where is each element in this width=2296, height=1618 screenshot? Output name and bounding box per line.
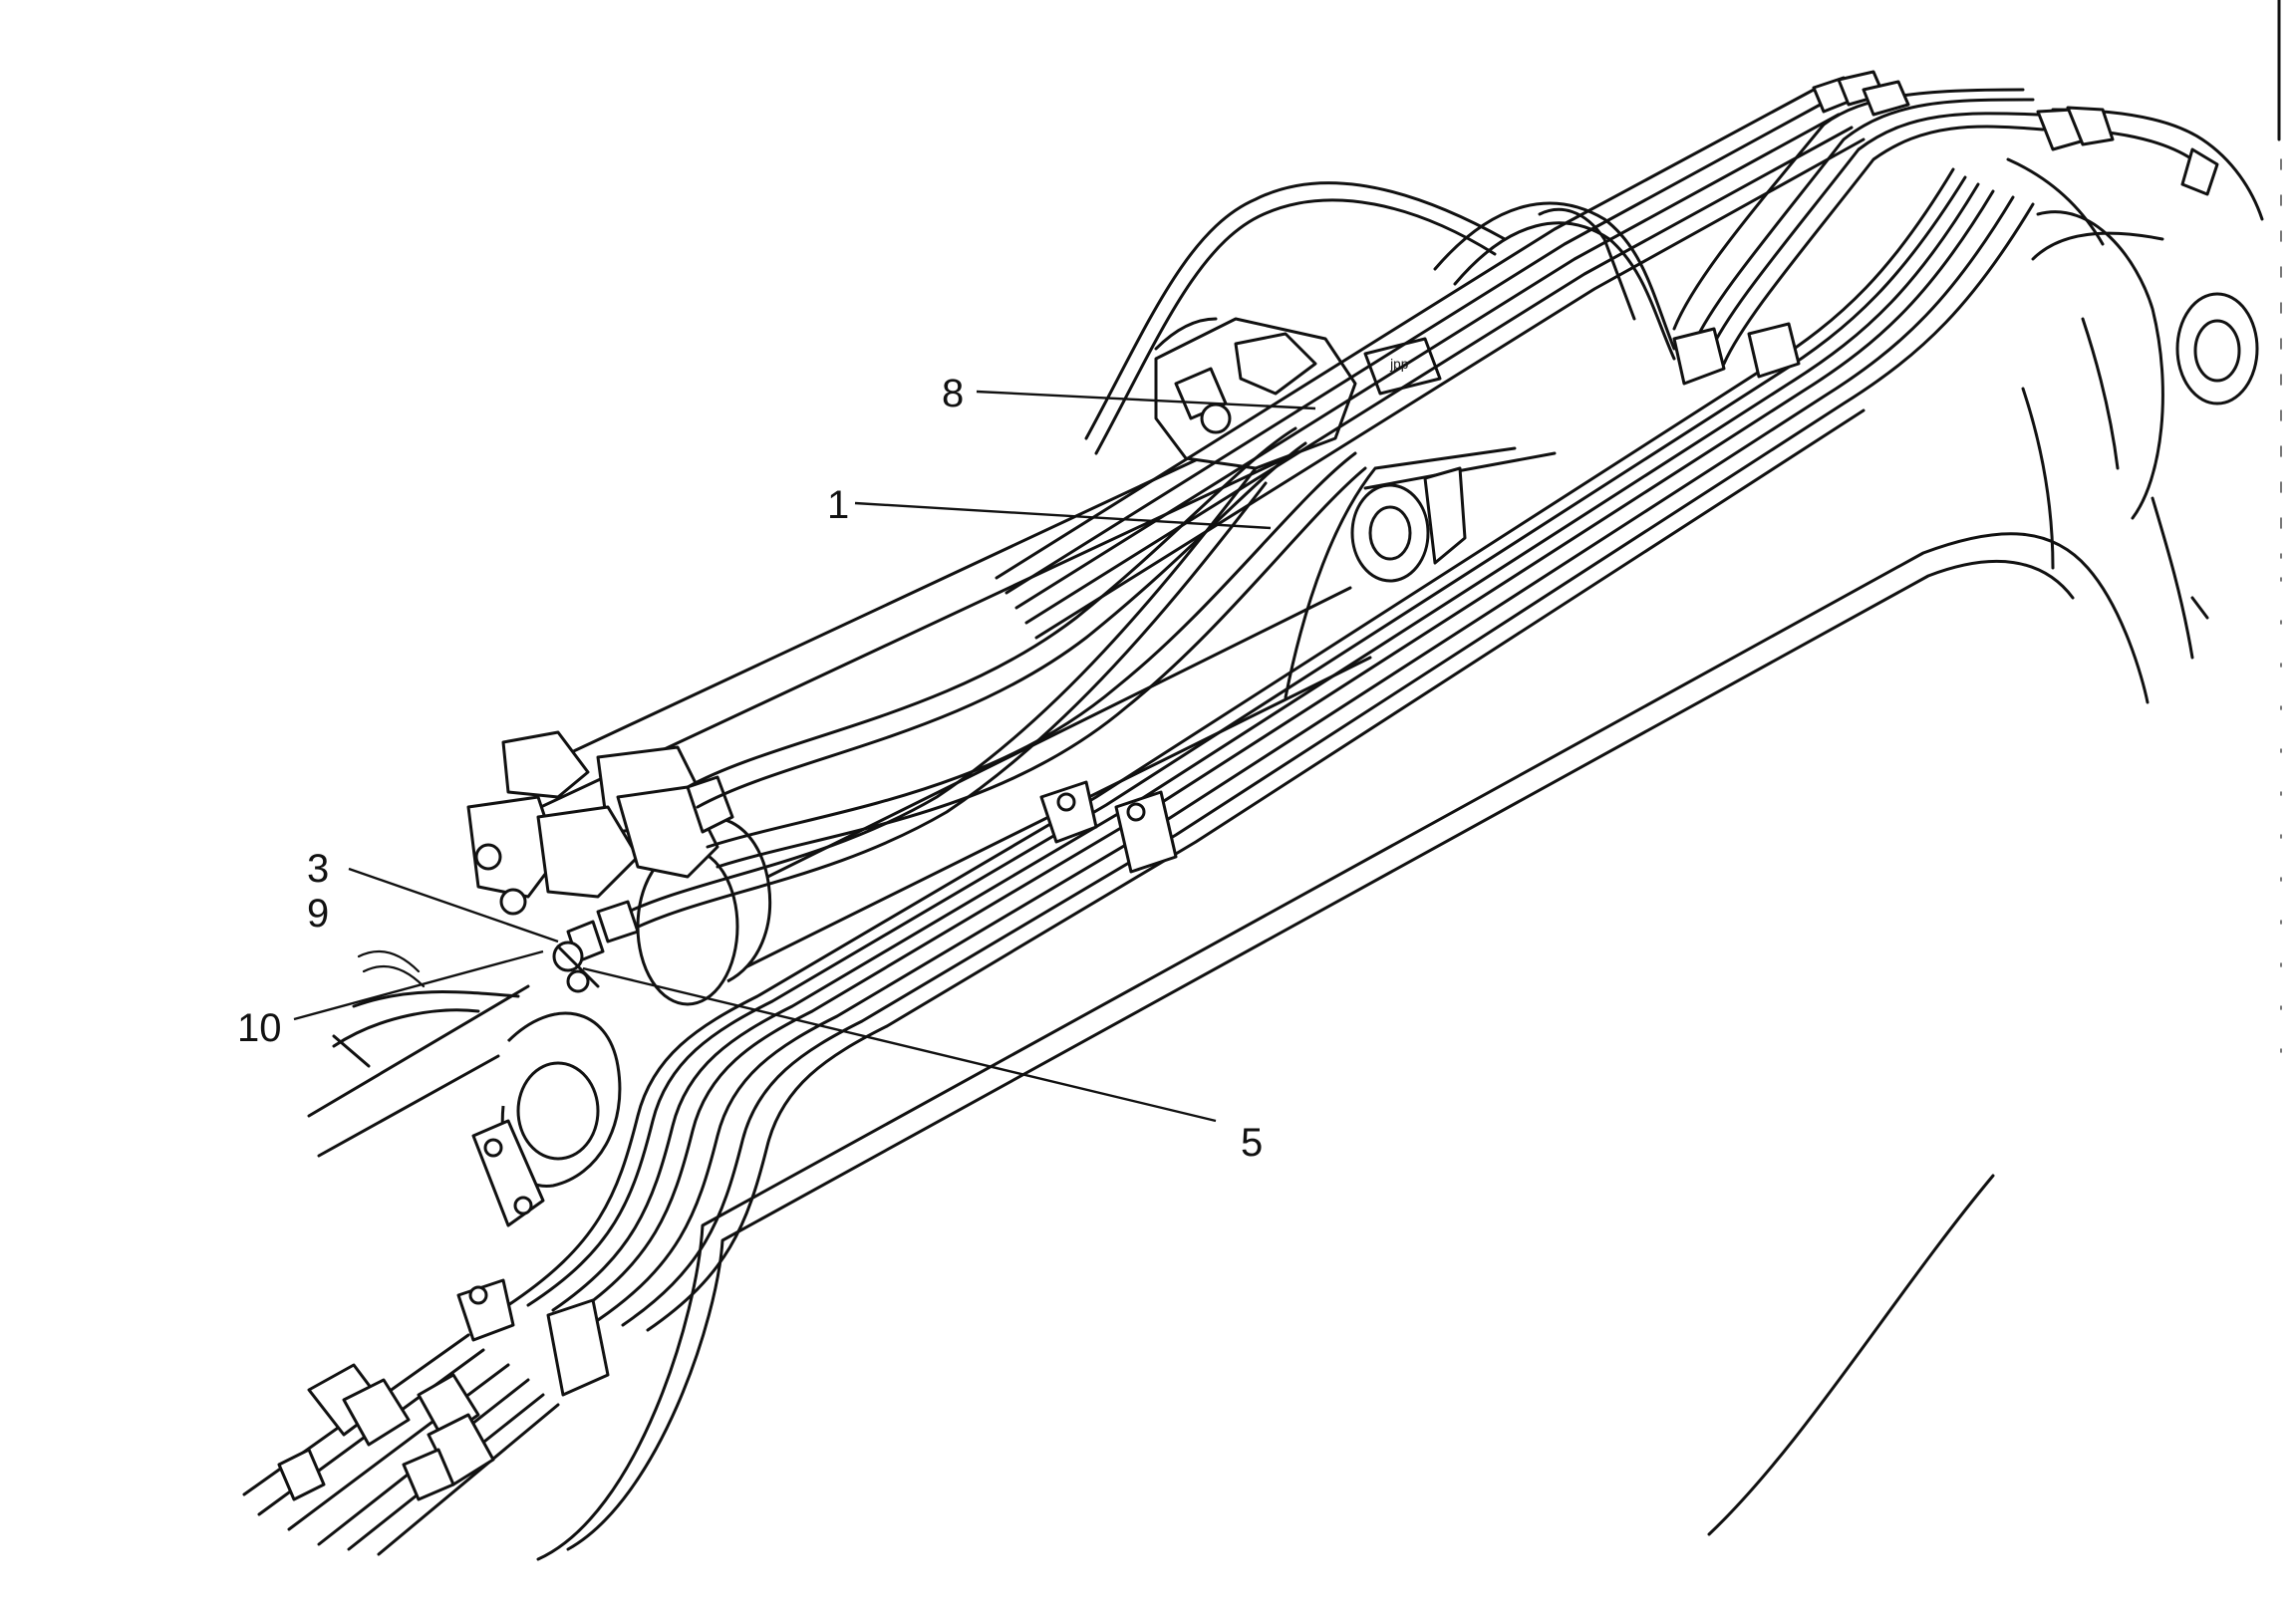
upper-hose-loop [1084,181,1507,455]
bottom-end-fittings [242,1333,560,1556]
main-hose-bundle [506,88,2264,1332]
leader-1 [854,501,1272,530]
pivot-boss [2031,231,2259,405]
mid-bracket-eye [1284,446,1557,699]
leader-8 [976,390,1316,410]
leader-5 [582,966,1217,1123]
callout-5: 5 [1241,1121,1263,1165]
hose-clamps [456,322,1801,1397]
callout-10: 10 [237,1006,282,1050]
page-border [2277,0,2282,1057]
callout-labels: 8 1 3 9 10 5 [237,372,1263,1165]
cylinder-head-block: ʲᵖᵖ [1154,317,1442,470]
callout-9: 9 [307,892,329,936]
callout-leaders [293,390,1316,1123]
top-end-fittings [1812,70,2219,196]
callout-1: 1 [827,483,849,527]
upper-hose-run [995,88,1866,640]
leader-10 [293,949,544,1021]
small-fittings-cluster [552,900,640,993]
callout-8: 8 [942,372,964,415]
callout-3: 3 [307,847,329,891]
lower-pivot-boss [307,949,622,1227]
leader-3 [348,867,559,944]
left-valve-blocks [466,730,734,916]
valve-hoses [616,426,1367,934]
